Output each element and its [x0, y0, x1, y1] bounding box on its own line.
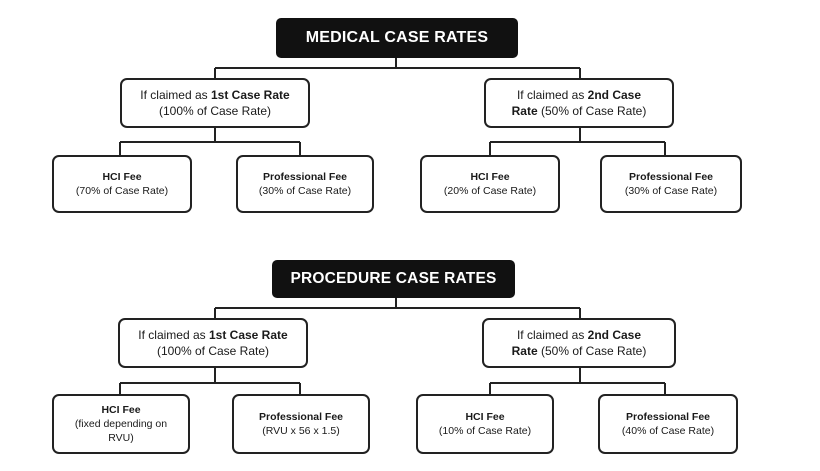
procedure-second-professional-fee-box: Professional Fee (40% of Case Rate): [598, 394, 738, 454]
procedure-title-text: PROCEDURE CASE RATES: [290, 270, 497, 287]
medical-first-professional-fee-box: Professional Fee (30% of Case Rate): [236, 155, 374, 213]
procedure-first-professional-fee-detail: (RVU x 56 x 1.5): [262, 425, 340, 437]
procedure-first-hci-fee-box: HCI Fee (fixed depending on RVU): [52, 394, 190, 454]
procedure-second-professional-fee-name: Professional Fee: [625, 410, 711, 423]
procedure-first-case-line2: (100% of Case Rate): [156, 344, 270, 358]
medical-second-professional-fee-detail: (30% of Case Rate): [624, 185, 718, 197]
procedure-second-case-line1: If claimed as 2nd Case: [516, 327, 642, 342]
medical-second-case-line1: If claimed as 2nd Case: [516, 87, 642, 102]
procedure-first-professional-fee-name: Professional Fee: [258, 410, 344, 423]
procedure-second-professional-fee-detail: (40% of Case Rate): [621, 425, 715, 437]
medical-first-case-box: If claimed as 1st Case Rate (100% of Cas…: [120, 78, 310, 128]
medical-case-rates-title: MEDICAL CASE RATES: [276, 18, 518, 58]
procedure-first-hci-fee-detail-line2: RVU): [108, 432, 134, 445]
medical-second-case-line2: Rate (50% of Case Rate): [511, 104, 647, 118]
procedure-second-hci-fee-box: HCI Fee (10% of Case Rate): [416, 394, 554, 454]
medical-second-professional-fee-box: Professional Fee (30% of Case Rate): [600, 155, 742, 213]
procedure-first-case-line1: If claimed as 1st Case Rate: [138, 327, 288, 342]
procedure-first-hci-fee-detail-line1: (fixed depending on: [74, 417, 168, 430]
procedure-first-hci-fee-name: HCI Fee: [101, 403, 141, 416]
procedure-second-case-box: If claimed as 2nd Case Rate (50% of Case…: [482, 318, 676, 368]
medical-second-professional-fee-name: Professional Fee: [628, 170, 714, 183]
procedure-case-rates-title: PROCEDURE CASE RATES: [272, 260, 515, 298]
medical-first-professional-fee-name: Professional Fee: [262, 170, 348, 183]
medical-second-hci-fee-box: HCI Fee (20% of Case Rate): [420, 155, 560, 213]
procedure-second-case-line2: Rate (50% of Case Rate): [511, 344, 647, 358]
procedure-second-hci-fee-name: HCI Fee: [465, 410, 505, 423]
medical-second-hci-fee-detail: (20% of Case Rate): [443, 185, 537, 197]
medical-first-professional-fee-detail: (30% of Case Rate): [258, 185, 352, 197]
procedure-first-professional-fee-box: Professional Fee (RVU x 56 x 1.5): [232, 394, 370, 454]
medical-first-case-line2: (100% of Case Rate): [158, 104, 272, 118]
medical-first-hci-fee-box: HCI Fee (70% of Case Rate): [52, 155, 192, 213]
medical-first-case-line1: If claimed as 1st Case Rate: [140, 87, 290, 102]
medical-title-text: MEDICAL CASE RATES: [305, 29, 489, 46]
procedure-first-case-box: If claimed as 1st Case Rate (100% of Cas…: [118, 318, 308, 368]
medical-first-hci-fee-detail: (70% of Case Rate): [75, 185, 169, 197]
medical-second-case-box: If claimed as 2nd Case Rate (50% of Case…: [484, 78, 674, 128]
procedure-second-hci-fee-detail: (10% of Case Rate): [438, 425, 532, 437]
medical-first-hci-fee-name: HCI Fee: [102, 170, 142, 183]
medical-second-hci-fee-name: HCI Fee: [470, 170, 510, 183]
